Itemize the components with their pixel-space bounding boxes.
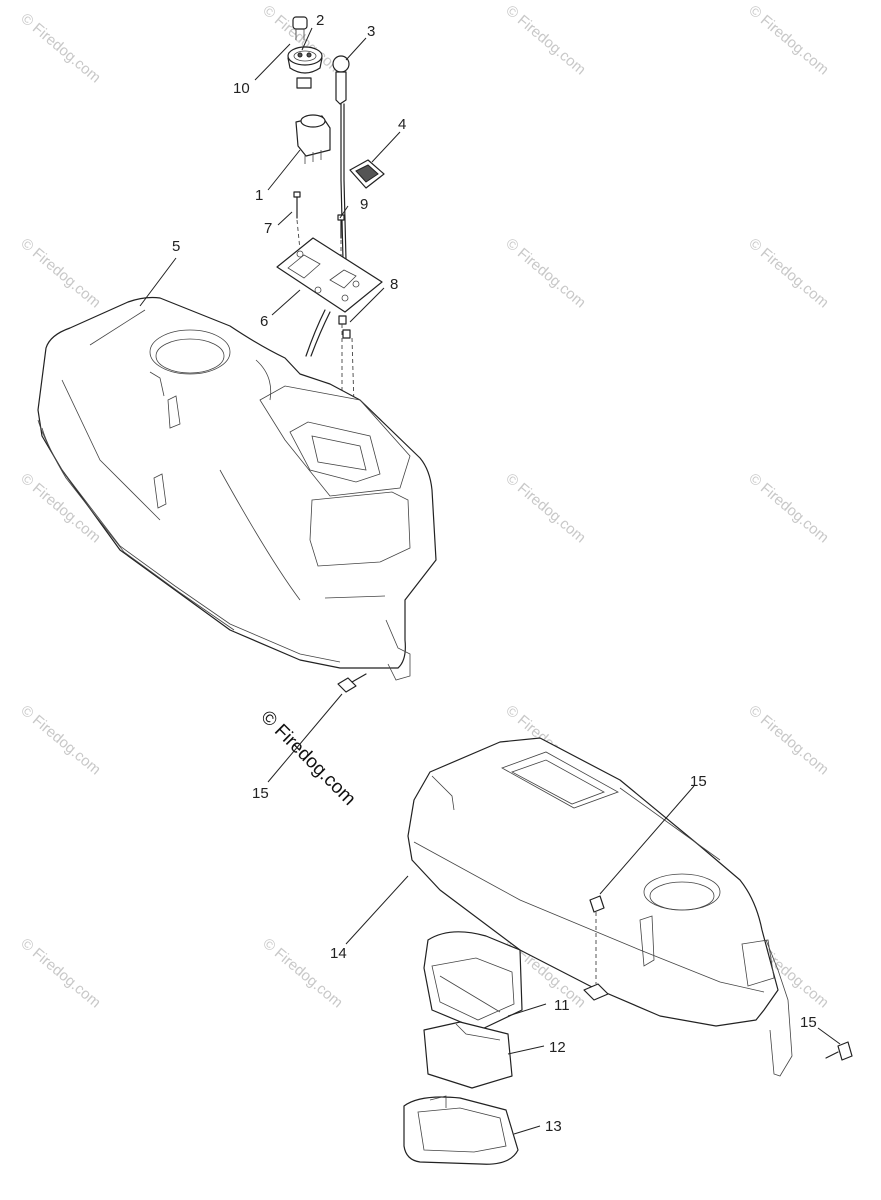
callout-13: 13 xyxy=(545,1118,562,1135)
part-15-fastener-a xyxy=(337,673,367,693)
callout-11: 11 xyxy=(554,997,570,1014)
callout-3: 3 xyxy=(367,23,375,40)
part-14-rear-cover xyxy=(407,737,793,1077)
part-6-plate xyxy=(276,237,383,313)
callout-15-a: 15 xyxy=(252,785,269,802)
part-15-fastener-b xyxy=(583,895,609,1001)
part-11-liner xyxy=(423,931,523,1031)
callout-6: 6 xyxy=(260,313,268,330)
callout-9: 9 xyxy=(360,196,368,213)
watermark-tile: © Firedog.com xyxy=(502,470,588,546)
callout-12: 12 xyxy=(549,1039,566,1056)
watermark-tile: © Firedog.com xyxy=(17,935,103,1011)
watermark-tile: © Firedog.com xyxy=(502,235,588,311)
leader-lines xyxy=(139,27,841,1135)
callout-7: 7 xyxy=(264,220,272,237)
part-1-switch xyxy=(295,114,331,164)
part-4-button xyxy=(349,159,385,189)
part-12-insert xyxy=(423,1021,513,1089)
watermark-tile: © Firedog.com xyxy=(17,702,103,778)
callout-2: 2 xyxy=(316,12,324,29)
part-2-key-switch xyxy=(287,46,323,89)
watermark-tile: © Firedog.com xyxy=(17,10,103,86)
watermark-tile: © Firedog.com xyxy=(745,470,831,546)
watermark-tile: © Firedog.com xyxy=(502,2,588,78)
callout-8: 8 xyxy=(390,276,398,293)
watermark-tile: © Firedog.com xyxy=(745,235,831,311)
callout-15-c: 15 xyxy=(800,1014,817,1031)
callout-1: 1 xyxy=(255,187,263,204)
part-15-fastener-c xyxy=(825,1041,853,1061)
callout-4: 4 xyxy=(398,116,406,133)
part-10-knob xyxy=(292,16,308,40)
callout-15-b: 15 xyxy=(690,773,707,790)
part-5-console-cover xyxy=(37,296,437,681)
watermark-main: © Firedog.com xyxy=(256,707,359,810)
callout-5: 5 xyxy=(172,238,180,255)
callout-10: 10 xyxy=(233,80,250,97)
watermark-tile: © Firedog.com xyxy=(17,235,103,311)
callout-labels: 2 3 10 4 1 9 7 5 8 6 15 15 14 11 15 12 1… xyxy=(172,12,817,1135)
watermark-tile: © Firedog.com xyxy=(745,2,831,78)
part-7-screw xyxy=(293,191,301,251)
watermark-tile: © Firedog.com xyxy=(745,702,831,778)
callout-14: 14 xyxy=(330,945,347,962)
part-13-trim-ring xyxy=(403,1095,519,1165)
